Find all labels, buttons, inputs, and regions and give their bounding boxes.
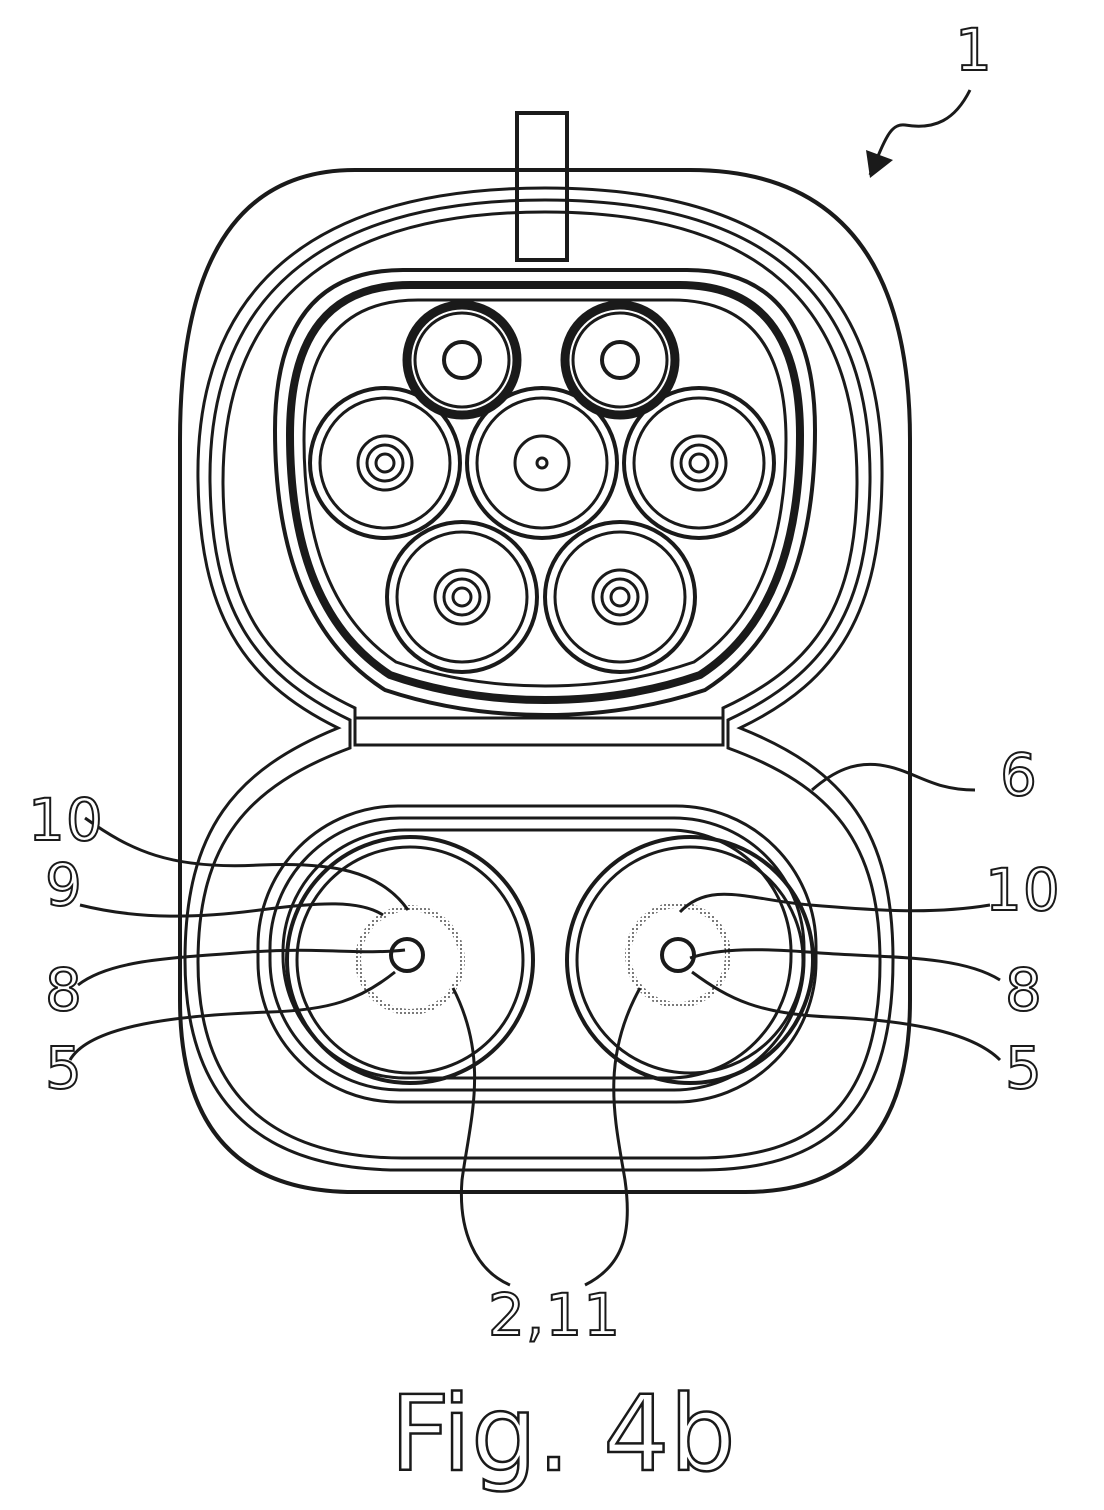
dc-contact-left	[285, 835, 535, 1085]
label-contact-left: 10	[28, 786, 104, 854]
housing-outer	[178, 168, 912, 1194]
pin-right	[660, 937, 696, 973]
signal-pin-left	[402, 300, 522, 420]
power-pin-lower-right	[543, 520, 697, 674]
label-pin-right: 5	[1005, 1034, 1043, 1102]
divider-bar	[355, 716, 723, 747]
label-pin-left: 5	[45, 1034, 83, 1102]
power-pin-right	[622, 386, 776, 540]
signal-pin-right	[560, 300, 680, 420]
contact-zone-left	[355, 905, 465, 1015]
label-plug: 2,11	[488, 1281, 621, 1349]
label-assembly: 1	[955, 16, 993, 84]
leader-lines	[68, 89, 1002, 1287]
dc-contact-right	[565, 835, 815, 1085]
label-ring-left: 9	[45, 851, 83, 919]
contact-zone-right	[625, 902, 731, 1008]
dc-socket-face	[256, 804, 818, 1104]
neutral-pin-center	[465, 386, 619, 540]
power-pin-lower-left	[385, 520, 539, 674]
pin-left	[389, 937, 425, 973]
label-interface: 6	[1000, 741, 1038, 809]
label-sleeve-right: 8	[1005, 956, 1043, 1024]
ac-socket-face	[272, 268, 818, 718]
power-pin-left	[308, 386, 462, 540]
label-contact-right: 10	[985, 856, 1061, 924]
label-sleeve-left: 8	[45, 956, 83, 1024]
latch-tab	[515, 111, 569, 262]
figure-caption: Fig. 4b	[390, 1373, 735, 1495]
